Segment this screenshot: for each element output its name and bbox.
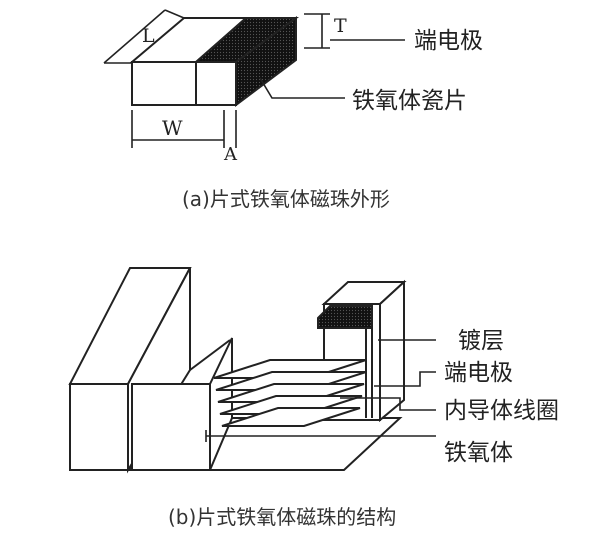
label-plating: 镀层	[458, 328, 504, 354]
label-ferrite-ceramic: 铁氧体瓷片	[352, 88, 467, 114]
dim-L-label: L	[142, 25, 155, 47]
dim-A-label: A	[223, 144, 238, 165]
left-block-front	[69, 383, 129, 471]
leader-lines-b	[205, 339, 436, 442]
label-end-electrode-b: 端电极	[444, 360, 513, 386]
coil-plate-5	[221, 407, 361, 427]
chip-front-face	[131, 61, 237, 106]
caption-b: (b)片式铁氧体磁珠的结构	[168, 505, 396, 529]
dim-W-label: W	[162, 116, 183, 140]
dim-T-label: T	[334, 15, 347, 37]
dimension-lines-a	[103, 9, 405, 148]
label-ferrite: 铁氧体	[444, 440, 513, 466]
inner-edge	[189, 339, 231, 371]
caption-a: (a)片式铁氧体磁珠外形	[182, 187, 390, 211]
chip-bead-exterior	[129, 16, 300, 107]
middle-block-front	[131, 383, 211, 471]
chip-bead-structure	[68, 267, 407, 474]
inner-coil	[213, 359, 367, 427]
label-inner-coil: 内导体线圈	[444, 398, 559, 424]
label-end-electrode-a: 端电极	[414, 28, 483, 54]
plating-layer	[317, 305, 373, 329]
